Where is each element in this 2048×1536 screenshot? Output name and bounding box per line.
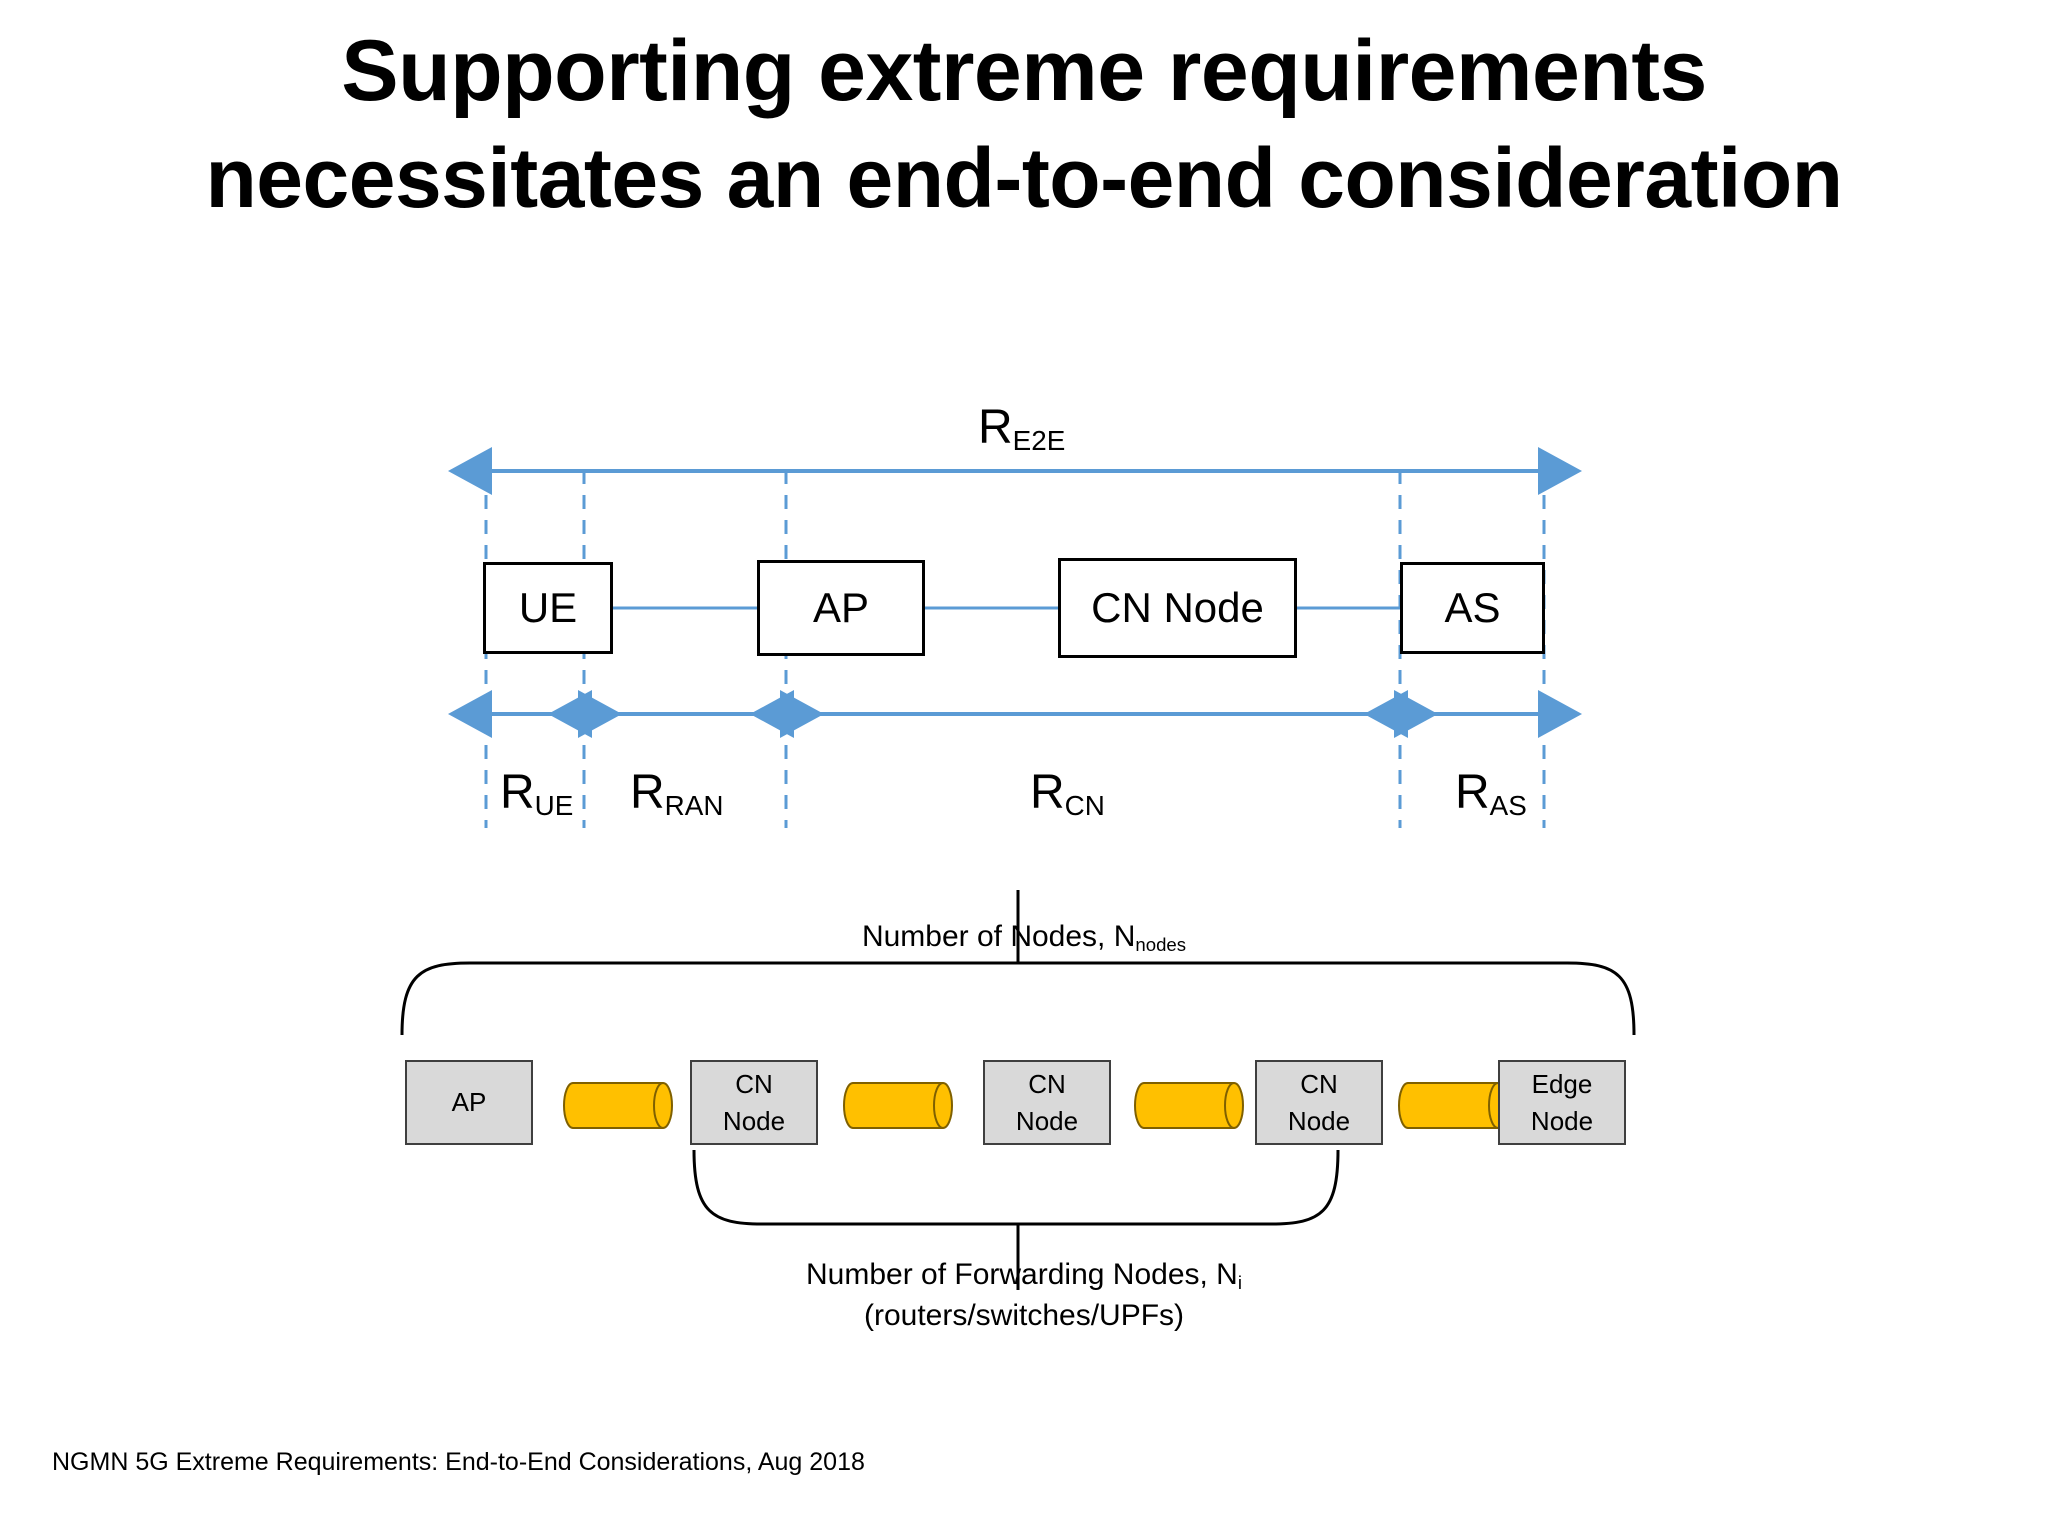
- chain-box-cn-1-line2: Node: [722, 1105, 786, 1136]
- chain-box-cn-3-line2: Node: [1287, 1105, 1351, 1136]
- label-r-ue-base: R: [500, 766, 535, 819]
- chain-link-3[interactable]: [1134, 1082, 1244, 1129]
- chain-box-cn-3[interactable]: CN Node: [1255, 1060, 1383, 1145]
- nodes-brace-label-base: Number of Nodes, N: [861, 920, 1136, 953]
- e2e-node-ap[interactable]: AP: [757, 560, 925, 656]
- label-r-cn: RCN: [1030, 765, 1105, 822]
- chain-box-ap-line1: AP: [451, 1087, 487, 1118]
- chain-box-cn-2-line1: CN: [1028, 1068, 1066, 1099]
- e2e-node-ue-label: UE: [518, 584, 578, 631]
- forwarding-nodes-brace-label: Number of Forwarding Nodes, Ni (routers/…: [0, 1255, 2048, 1336]
- nodes-brace-label: Number of Nodes, Nnodes: [0, 920, 2048, 955]
- chain-box-cn-2[interactable]: CN Node: [983, 1060, 1111, 1145]
- label-r-e2e-sub: E2E: [1012, 425, 1066, 457]
- nodes-brace-label-sub: nodes: [1135, 933, 1187, 955]
- label-r-as-sub: AS: [1489, 790, 1527, 822]
- title-line-1: Supporting extreme requirements: [341, 23, 1707, 119]
- chain-box-cn-2-line2: Node: [1015, 1105, 1079, 1136]
- chain-box-cn-3-line1: CN: [1300, 1068, 1338, 1099]
- label-r-cn-sub: CN: [1064, 790, 1105, 822]
- label-r-as: RAS: [1455, 765, 1527, 822]
- label-r-ue: RUE: [500, 765, 574, 822]
- label-r-cn-base: R: [1030, 766, 1065, 819]
- chain-box-edge-line2: Node: [1530, 1105, 1594, 1136]
- chain-box-edge-line1: Edge: [1531, 1068, 1593, 1099]
- label-r-e2e: RE2E: [978, 400, 1066, 457]
- source-footnote: NGMN 5G Extreme Requirements: End-to-End…: [52, 1448, 865, 1476]
- e2e-node-cn-label: CN Node: [1091, 584, 1264, 631]
- chain-box-edge[interactable]: Edge Node: [1498, 1060, 1626, 1145]
- label-r-as-base: R: [1455, 766, 1490, 819]
- forwarding-nodes-brace-label-line2: (routers/switches/UPFs): [863, 1298, 1185, 1332]
- forwarding-nodes-brace-label-sub: i: [1237, 1271, 1242, 1293]
- e2e-node-cn[interactable]: CN Node: [1058, 558, 1297, 658]
- chain-link-1[interactable]: [563, 1082, 673, 1129]
- label-r-ue-sub: UE: [534, 790, 574, 822]
- forwarding-nodes-brace-label-base: Number of Forwarding Nodes, N: [806, 1258, 1238, 1291]
- label-r-ran-base: R: [630, 766, 665, 819]
- chain-box-cn-1[interactable]: CN Node: [690, 1060, 818, 1145]
- label-r-ran: RRAN: [630, 765, 724, 822]
- e2e-node-as[interactable]: AS: [1400, 562, 1545, 654]
- page-title: Supporting extreme requirements necessit…: [0, 18, 2048, 231]
- chain-link-4[interactable]: [1398, 1082, 1508, 1129]
- chain-box-cn-1-line1: CN: [735, 1068, 773, 1099]
- title-line-2: necessitates an end-to-end consideration: [205, 130, 1843, 225]
- forwarding-nodes-brace: [692, 1149, 1340, 1226]
- forwarding-nodes-brace-label-line1: Number of Forwarding Nodes, Ni: [0, 1255, 2048, 1296]
- nodes-brace: [400, 961, 1636, 1036]
- label-r-ran-sub: RAN: [664, 790, 724, 822]
- e2e-node-ap-label: AP: [812, 584, 870, 631]
- label-r-e2e-base: R: [978, 401, 1013, 454]
- e2e-node-as-label: AS: [1444, 584, 1501, 631]
- chain-link-2[interactable]: [843, 1082, 953, 1129]
- e2e-node-ue[interactable]: UE: [483, 562, 613, 654]
- chain-box-ap[interactable]: AP: [405, 1060, 533, 1145]
